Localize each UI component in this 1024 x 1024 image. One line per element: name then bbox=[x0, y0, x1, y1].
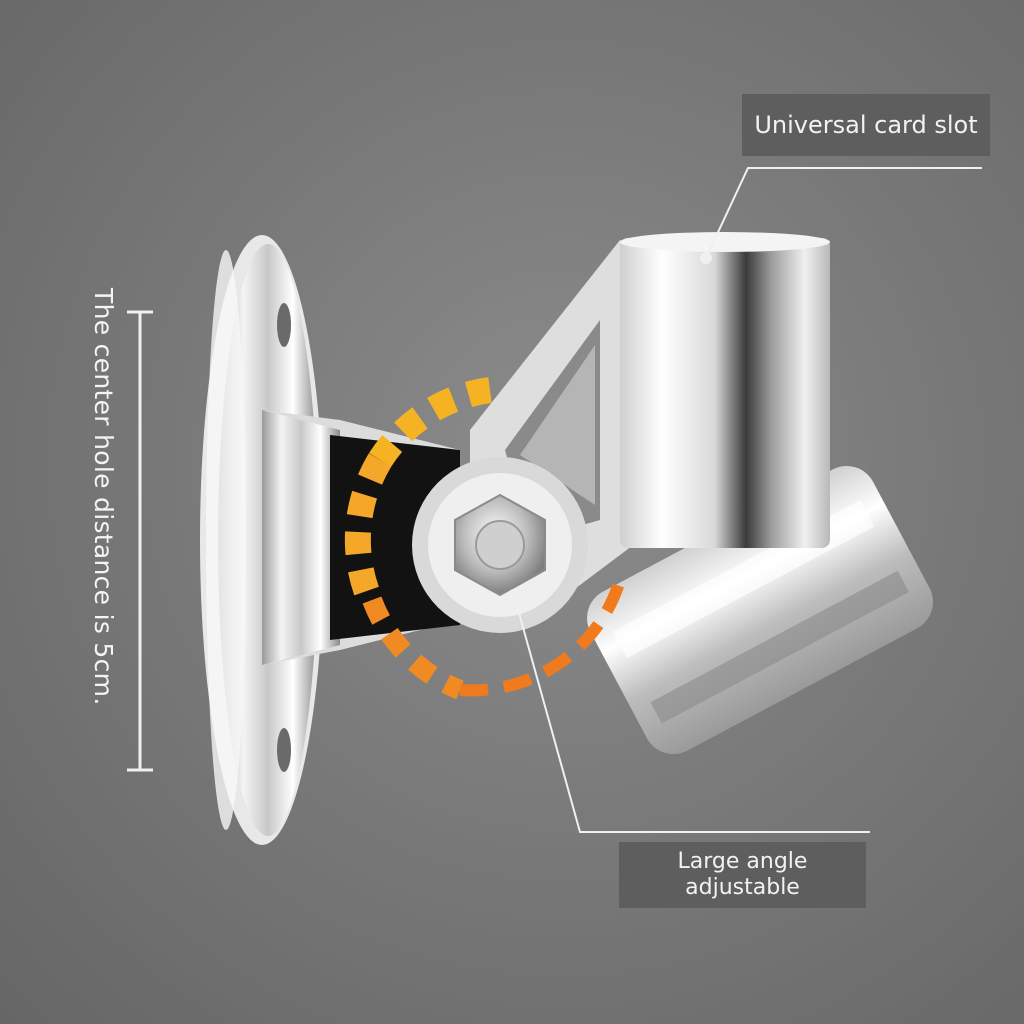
card-slot-callout-line bbox=[700, 167, 982, 264]
center-hole-distance-text: The center hole distance is 5cm. bbox=[89, 288, 118, 706]
dimension-marker bbox=[127, 310, 153, 772]
card-slot-tube bbox=[620, 232, 830, 548]
pivot-nut bbox=[412, 457, 588, 633]
angle-callout-line bbox=[508, 589, 870, 833]
card-slot-label: Universal card slot bbox=[742, 94, 990, 156]
angle-label-line2: adjustable bbox=[685, 875, 800, 900]
angle-label-line1: Large angle bbox=[677, 849, 808, 874]
card-slot-label-text: Universal card slot bbox=[754, 111, 978, 139]
angle-label: Large angle adjustable bbox=[619, 842, 866, 908]
rotation-arc bbox=[344, 377, 626, 700]
